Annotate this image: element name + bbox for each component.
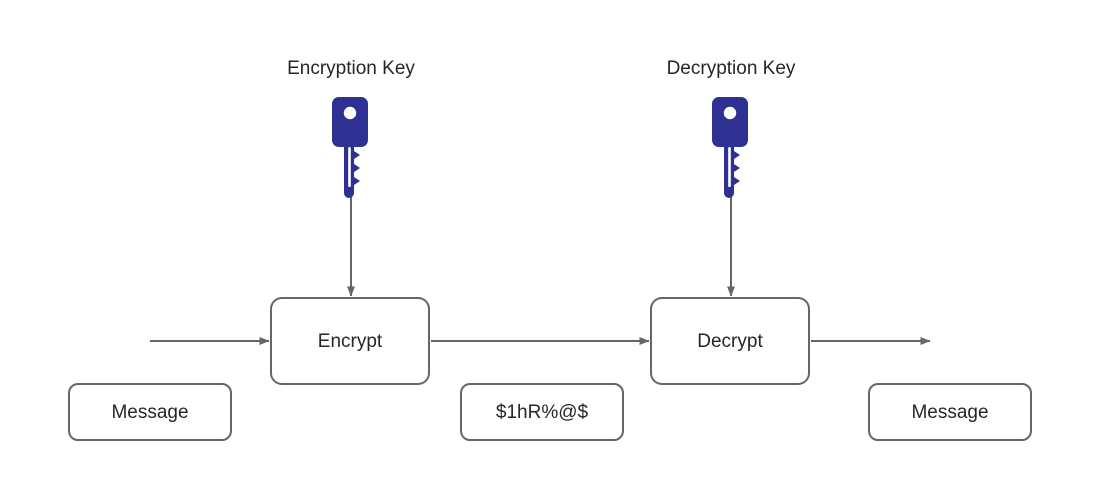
encrypt-label: Encrypt (317, 330, 383, 352)
encryption-key-title: Encryption Key (287, 58, 415, 79)
decryption-key-title: Decryption Key (666, 58, 796, 79)
plaintext-output-label: Message (911, 401, 989, 423)
encryption-key-icon (332, 97, 368, 198)
decrypt-process-box[interactable]: Decrypt (650, 297, 810, 385)
ciphertext-box[interactable]: $1hR%@$ (460, 383, 624, 441)
ciphertext-label: $1hR%@$ (495, 401, 589, 423)
decryption-key-icon (712, 97, 748, 198)
decrypt-label: Decrypt (697, 330, 763, 352)
plaintext-input-box[interactable]: Message (68, 383, 232, 441)
plaintext-output-box[interactable]: Message (868, 383, 1032, 441)
encrypt-process-box[interactable]: Encrypt (270, 297, 430, 385)
plaintext-input-label: Message (111, 401, 189, 423)
